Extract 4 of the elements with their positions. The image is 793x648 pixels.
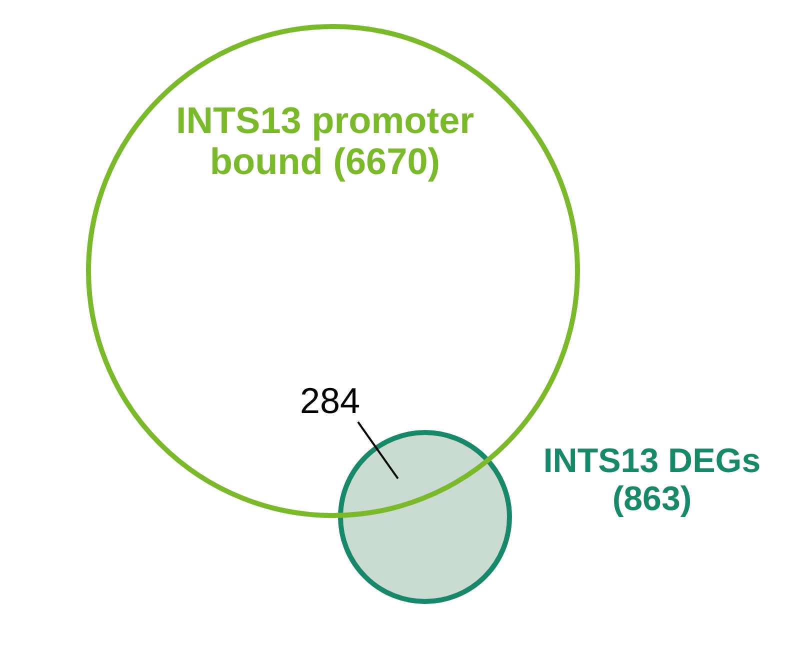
set-label: INTS13 DEGs (863): [542, 442, 762, 518]
set-label: INTS13 promoter bound (6670): [174, 100, 476, 183]
leader-line: [357, 421, 399, 480]
count-label: 284: [300, 380, 360, 422]
